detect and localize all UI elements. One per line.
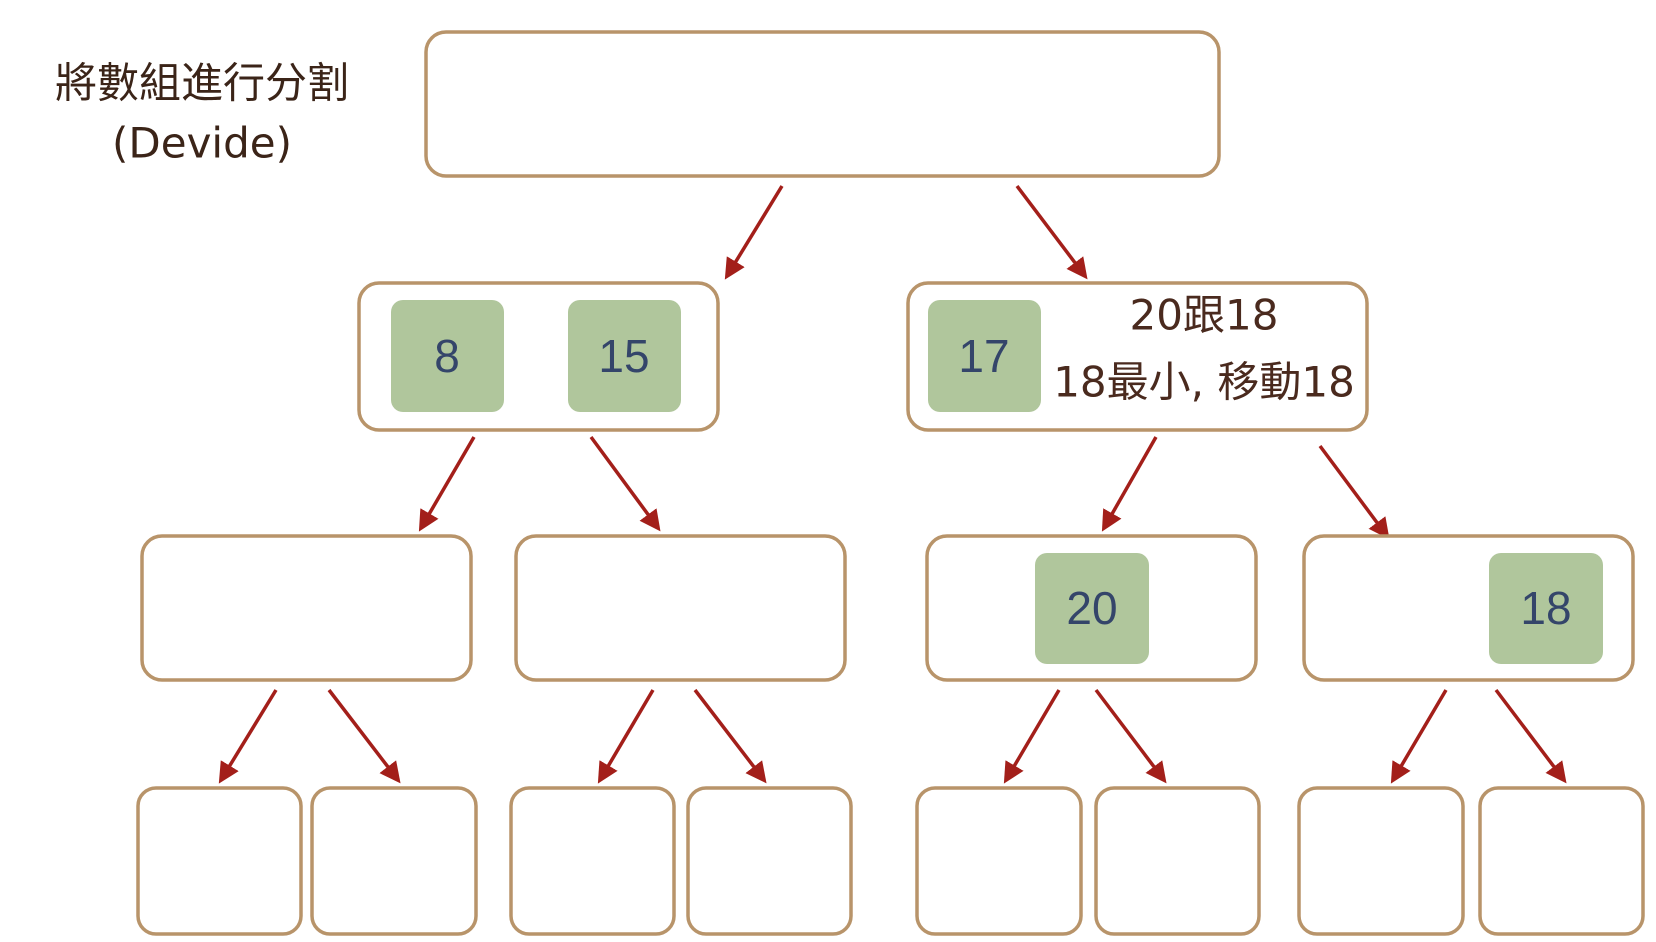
arrow-icon <box>1101 436 1158 532</box>
title-line2: (Devide) <box>112 119 292 168</box>
arrow-icon <box>418 436 476 532</box>
arrow-icon <box>1390 689 1448 784</box>
element-value: 15 <box>598 330 649 382</box>
element-value: 8 <box>434 330 460 382</box>
level4-box <box>686 786 853 936</box>
arrow-icon <box>1094 688 1167 784</box>
arrow-icon <box>597 689 655 784</box>
element-tile <box>391 300 504 412</box>
arrow-icon <box>1494 688 1567 784</box>
element-value: 17 <box>958 330 1009 382</box>
compare-note: 20跟18 <box>1130 291 1279 340</box>
level4-box <box>1297 786 1465 936</box>
arrow-icon <box>1015 184 1088 280</box>
level4-box <box>1478 786 1645 936</box>
arrow-icon <box>693 688 767 784</box>
level3-box <box>140 534 473 682</box>
level4-box <box>136 786 303 936</box>
arrow-icon <box>724 185 784 280</box>
element-tile <box>1489 553 1603 664</box>
level3-box <box>514 534 847 682</box>
level4-box <box>310 786 478 936</box>
element-tile <box>928 300 1041 412</box>
root-array-box <box>424 30 1221 178</box>
arrow-icon <box>1003 689 1061 784</box>
arrow-icon <box>218 689 278 784</box>
level4-box <box>1094 786 1261 936</box>
element-value: 18 <box>1520 582 1571 634</box>
element-value: 20 <box>1066 582 1117 634</box>
element-tile <box>1035 553 1149 664</box>
arrow-icon <box>589 435 661 532</box>
arrow-icon <box>1318 444 1390 540</box>
arrow-icon <box>327 688 401 784</box>
move-note: 18最小, 移動18 <box>1053 358 1355 407</box>
element-tile <box>568 300 681 412</box>
level4-box <box>915 786 1083 936</box>
level4-box <box>509 786 676 936</box>
title-line1: 將數組進行分割 <box>55 59 349 108</box>
